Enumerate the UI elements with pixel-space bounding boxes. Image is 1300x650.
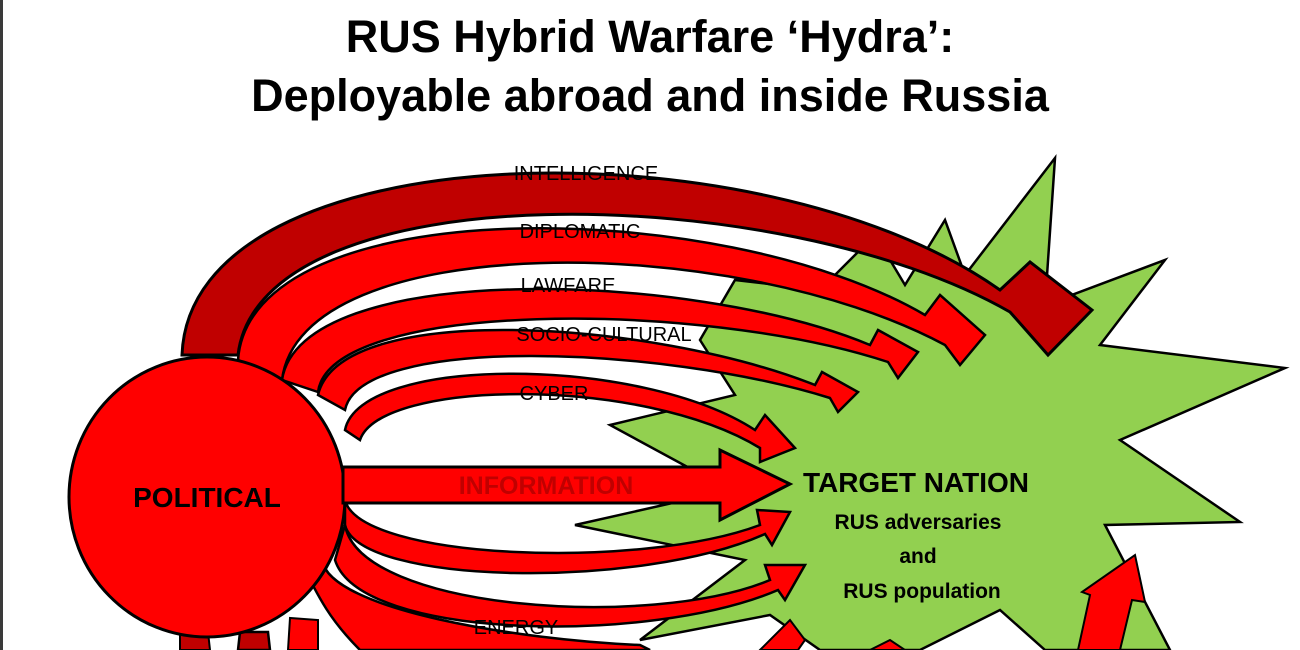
target-heading: TARGET NATION: [803, 467, 1029, 498]
arrow-diplomatic: [236, 226, 987, 382]
label-lawfare: LAWFARE: [521, 275, 616, 297]
arrow-bottom-right: [1076, 553, 1147, 650]
label-energy: ENERGY: [474, 617, 558, 639]
arrow-information: [341, 447, 794, 523]
arrow-stub-3: [286, 616, 319, 650]
label-cyber: CYBER: [520, 383, 589, 405]
label-socio-cultural: SOCIO-CULTURAL: [516, 324, 691, 346]
label-diplomatic: DIPLOMATIC: [520, 221, 641, 243]
arrow-socio-cultural: [316, 328, 861, 415]
left-border: [0, 0, 3, 650]
arrow-stub-2: [236, 630, 272, 650]
arrow-lower-2: [333, 524, 808, 628]
arrow-bottom-1: [758, 618, 807, 650]
title-line-1: RUS Hybrid Warfare ‘Hydra’:: [345, 11, 955, 62]
label-information: INFORMATION: [459, 472, 634, 500]
label-political: POLITICAL: [133, 482, 281, 513]
arrow-lower-1: [343, 499, 793, 575]
arrow-lawfare: [280, 287, 920, 394]
title-line-2: Deployable abroad and inside Russia: [251, 70, 1049, 121]
arrow-energy: [297, 558, 651, 650]
arrow-intelligence: [180, 171, 1095, 358]
arrow-bottom-2: [869, 638, 907, 650]
target-line-3: RUS population: [843, 580, 1000, 603]
label-intelligence: INTELLIGENCE: [514, 163, 658, 185]
target-line-2: and: [899, 545, 936, 568]
arrow-cyber: [343, 372, 798, 464]
target-line-1: RUS adversaries: [835, 511, 1002, 534]
